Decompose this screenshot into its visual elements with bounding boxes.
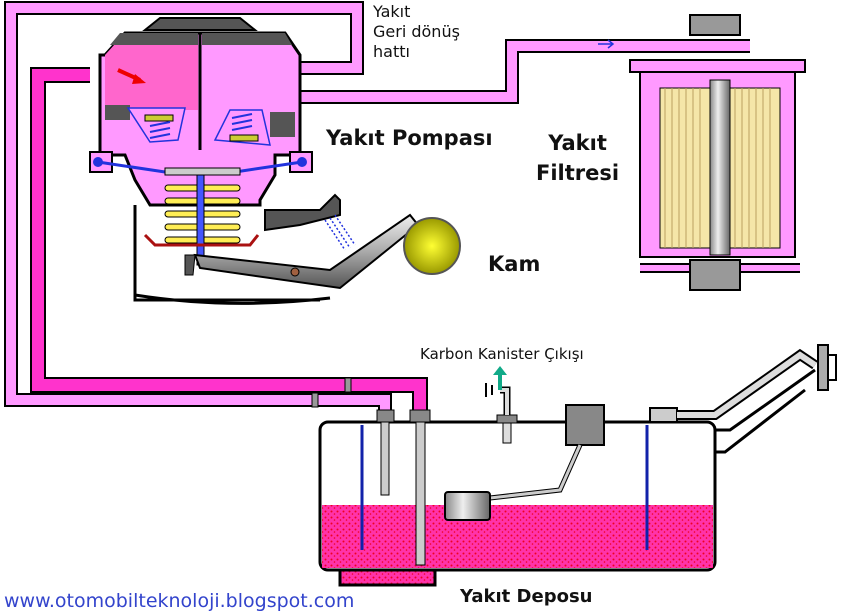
canister-label: Karbon Kanister Çıkışı [420, 345, 584, 363]
filter-label: Yakıt Filtresi [536, 128, 619, 188]
fuel-pump [89, 17, 356, 305]
return-line-label-1: Yakıt [373, 2, 411, 21]
filter-label-1: Yakıt [548, 131, 607, 155]
filter-label-2: Filtresi [536, 161, 620, 185]
return-line-label-2: Geri dönüş [373, 22, 460, 41]
return-line-label-3: hattı [373, 42, 410, 61]
return-line [4, 1, 392, 412]
supply-line [30, 67, 428, 412]
cam-label: Kam [488, 252, 541, 276]
website-link[interactable]: www.otomobilteknoloji.blogspot.com [4, 590, 355, 612]
cam [403, 217, 461, 275]
tank-label: Yakıt Deposu [460, 586, 593, 607]
return-line-label: Yakıt Geri dönüş hattı [373, 2, 460, 62]
pump-label: Yakıt Pompası [326, 126, 493, 150]
filter-line [300, 39, 750, 104]
fuel-filter [629, 14, 806, 291]
fuel-tank [318, 344, 837, 587]
